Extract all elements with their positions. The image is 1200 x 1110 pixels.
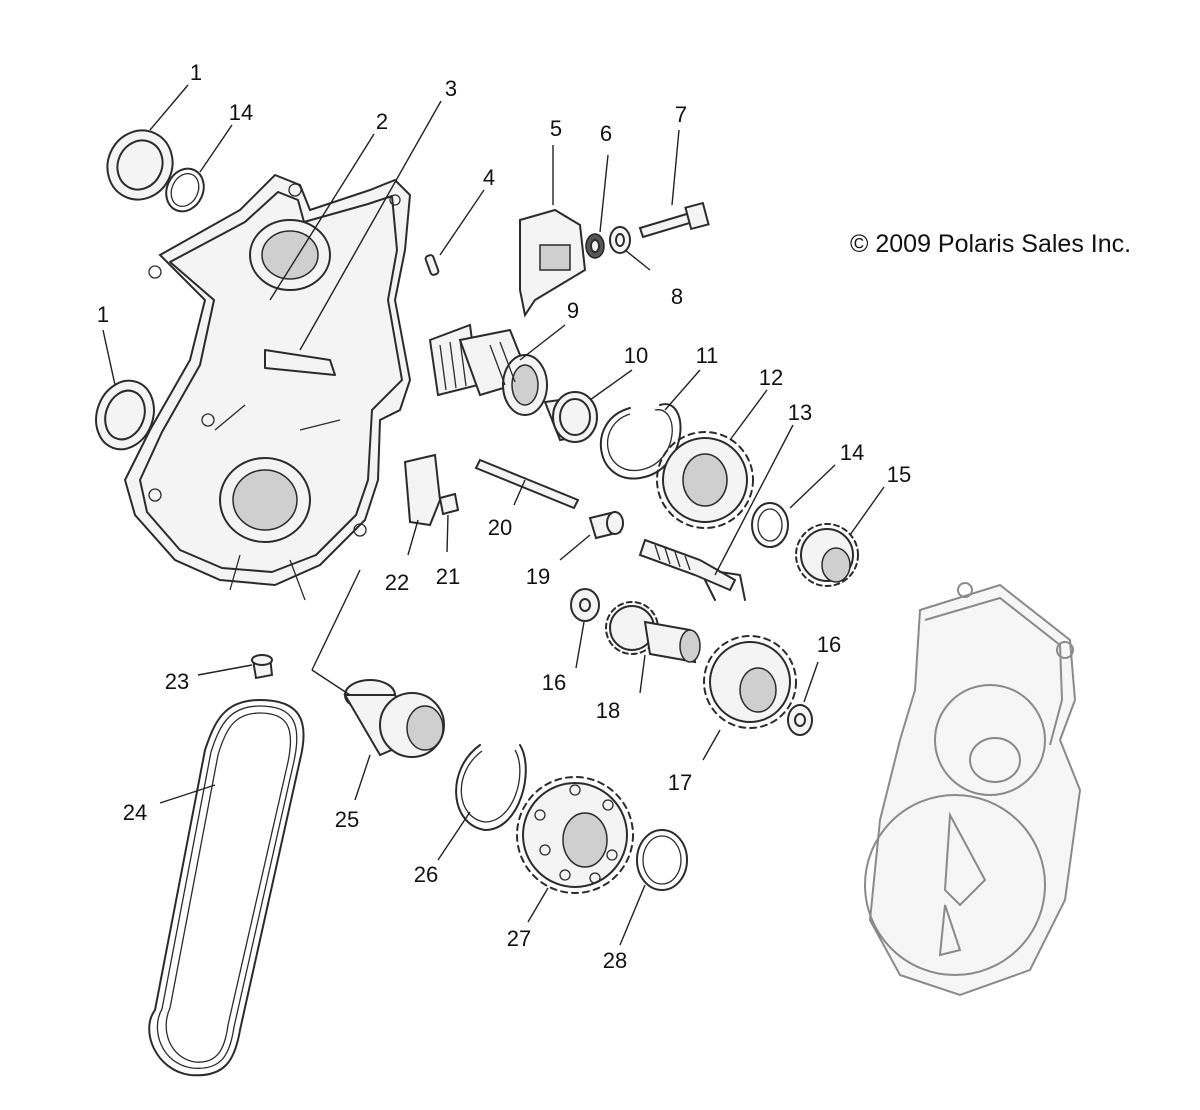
callout-13: 13 [788, 400, 812, 425]
bushing [543, 391, 598, 443]
gear-15 [795, 523, 859, 587]
callout-12: 12 [759, 365, 783, 390]
callout-3: 3 [445, 76, 457, 101]
thrust-washer-right [751, 502, 789, 548]
shift-fork-assembly [638, 538, 746, 601]
callout-2: 2 [376, 109, 388, 134]
callout-9: 9 [567, 298, 579, 323]
callout-16-right: 16 [817, 632, 841, 657]
spline-shaft [428, 323, 548, 416]
callout-19: 19 [526, 564, 550, 589]
case-cover [123, 173, 412, 601]
callout-15: 15 [887, 462, 911, 487]
gear-17 [703, 635, 797, 729]
washer [609, 226, 631, 254]
washer-16-left [570, 588, 600, 622]
shaft-spacer [588, 510, 624, 540]
lock-tab [403, 453, 442, 527]
assembled-case [864, 582, 1082, 997]
drain-plug [251, 654, 274, 680]
callout-8: 8 [671, 284, 683, 309]
ring-upper [165, 167, 205, 213]
idler-shaft [474, 458, 580, 510]
callout-11: 11 [696, 343, 719, 368]
callout-4: 4 [483, 165, 495, 190]
snap-ring [599, 403, 682, 480]
callout-10: 10 [624, 343, 648, 368]
callout-25: 25 [335, 807, 359, 832]
callout-23: 23 [165, 669, 189, 694]
callout-21: 21 [436, 564, 460, 589]
callout-1-lower: 1 [97, 302, 109, 327]
retaining-ring [455, 744, 527, 831]
callout-27: 27 [507, 926, 531, 951]
callout-14-upper: 14 [229, 100, 253, 125]
seal-lower [95, 379, 155, 451]
gear-12 [656, 431, 754, 529]
dowel-pin [424, 254, 440, 276]
callout-20: 20 [488, 515, 512, 540]
callout-7: 7 [675, 102, 687, 127]
chain-tensioner [519, 208, 587, 318]
callout-5: 5 [550, 116, 562, 141]
screw [438, 492, 460, 516]
callout-17: 17 [668, 770, 692, 795]
callout-28: 28 [603, 948, 627, 973]
callout-26: 26 [414, 862, 438, 887]
washer-16-right [787, 704, 813, 736]
leader-lines [102, 84, 885, 946]
circlip [636, 829, 688, 891]
callout-22: 22 [385, 570, 409, 595]
cluster-gear [605, 601, 701, 664]
seal-upper [106, 129, 174, 201]
callout-1-upper: 1 [190, 60, 202, 85]
callout-labels: 1 14 2 3 4 5 6 7 8 1 9 10 11 12 13 14 15… [97, 60, 911, 973]
sprocket [343, 679, 445, 758]
callout-14-right: 14 [840, 440, 864, 465]
nut [585, 233, 605, 259]
driven-sprocket [516, 776, 634, 894]
callout-6: 6 [600, 121, 612, 146]
bolt [638, 201, 710, 239]
callout-24: 24 [123, 800, 147, 825]
callout-16-left: 16 [542, 670, 566, 695]
copyright-notice: © 2009 Polaris Sales Inc. [850, 230, 1131, 258]
drive-chain [148, 699, 305, 1077]
callout-18: 18 [596, 698, 620, 723]
